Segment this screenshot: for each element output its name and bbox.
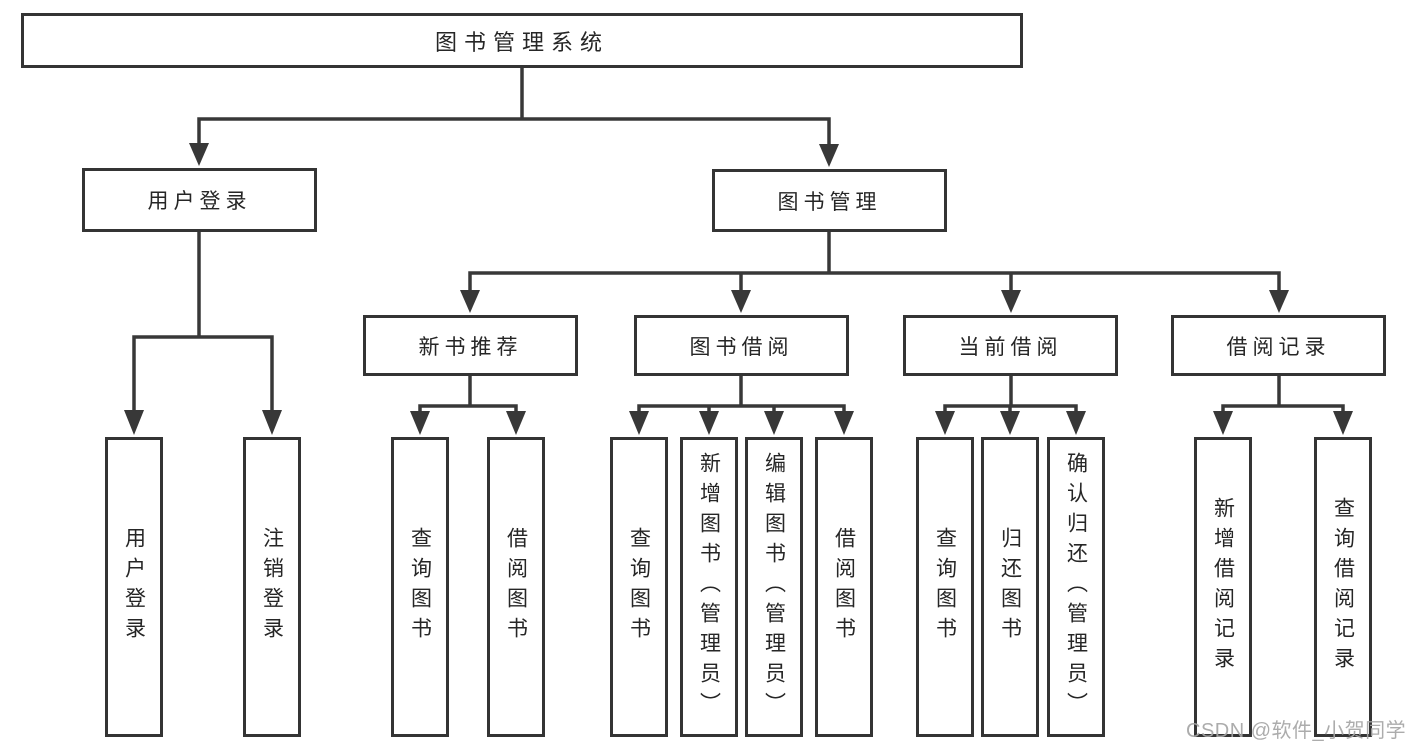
node-book-borrowing: 图书借阅 xyxy=(634,315,849,376)
node-book-management: 图书管理 xyxy=(712,169,947,232)
connector-root-to-level2 xyxy=(189,66,839,167)
node-label: 新书推荐 xyxy=(418,335,523,359)
connector-book-management-to-level3 xyxy=(460,230,1289,313)
line xyxy=(468,230,1281,294)
node-label: 借阅图书 xyxy=(504,527,528,647)
arrowhead xyxy=(731,290,751,313)
node-label: 编辑图书（管理员） xyxy=(762,452,786,722)
node-label: 归还图书 xyxy=(998,527,1022,647)
line xyxy=(1221,374,1345,415)
arrowhead xyxy=(1066,411,1086,435)
arrowhead xyxy=(506,411,526,435)
leaf-add-books-admin: 新增图书（管理员） xyxy=(680,437,738,737)
leaf-borrow-books: 借阅图书 xyxy=(815,437,873,737)
arrowhead xyxy=(629,411,649,435)
arrowhead xyxy=(124,410,144,435)
arrowhead xyxy=(1213,411,1233,435)
connector-book-borrow-to-leaves xyxy=(629,374,854,435)
node-label: 新增借阅记录 xyxy=(1211,497,1235,677)
node-label: 查询图书 xyxy=(408,527,432,647)
leaf-query-books-borrow: 查询图书 xyxy=(610,437,668,737)
arrowhead xyxy=(834,411,854,435)
node-borrowing-records: 借阅记录 xyxy=(1171,315,1386,376)
line xyxy=(197,66,831,148)
node-label: 借阅图书 xyxy=(832,527,856,647)
node-label: 图书借阅 xyxy=(689,335,794,359)
leaf-confirm-return-admin: 确认归还（管理员） xyxy=(1047,437,1105,737)
arrowhead xyxy=(699,411,719,435)
leaf-edit-books-admin: 编辑图书（管理员） xyxy=(745,437,803,737)
node-label: 用户登录 xyxy=(122,527,146,647)
leaf-user-login: 用户登录 xyxy=(105,437,163,737)
line xyxy=(418,374,518,415)
node-label: 查询图书 xyxy=(933,527,957,647)
arrowhead xyxy=(1000,411,1020,435)
connector-borrow-records-to-leaves xyxy=(1213,374,1353,435)
arrowhead xyxy=(935,411,955,435)
node-label: 注销登录 xyxy=(260,527,284,647)
leaf-logout: 注销登录 xyxy=(243,437,301,737)
node-current-borrowing: 当前借阅 xyxy=(903,315,1118,376)
line xyxy=(943,374,1078,415)
connector-user-login-to-leaves xyxy=(124,230,282,435)
node-label: 当前借阅 xyxy=(958,335,1063,359)
node-new-book-recommendation: 新书推荐 xyxy=(363,315,578,376)
connector-current-borrow-to-leaves xyxy=(935,374,1086,435)
node-library-management-system: 图书管理系统 xyxy=(21,13,1023,68)
leaf-return-books: 归还图书 xyxy=(981,437,1039,737)
node-label: 图书管理系统 xyxy=(434,29,609,55)
arrowhead xyxy=(1333,411,1353,435)
arrowhead xyxy=(819,144,839,167)
leaf-query-books-recommend: 查询图书 xyxy=(391,437,449,737)
line xyxy=(637,374,846,415)
node-label: 新增图书（管理员） xyxy=(697,452,721,722)
leaf-add-borrow-record: 新增借阅记录 xyxy=(1194,437,1252,737)
arrowhead xyxy=(1269,290,1289,313)
arrowhead xyxy=(189,143,209,166)
arrowhead xyxy=(764,411,784,435)
arrowhead xyxy=(410,411,430,435)
leaf-query-borrow-record: 查询借阅记录 xyxy=(1314,437,1372,737)
node-label: 图书管理 xyxy=(777,190,882,214)
node-label: 用户登录 xyxy=(147,190,252,213)
leaf-borrow-books-recommend: 借阅图书 xyxy=(487,437,545,737)
node-user-login: 用户登录 xyxy=(82,168,317,232)
line xyxy=(132,230,274,414)
csdn-watermark: CSDN @软件_小贺同学 xyxy=(1186,720,1405,742)
connector-new-book-to-leaves xyxy=(410,374,526,435)
arrowhead xyxy=(262,410,282,435)
node-label: 借阅记录 xyxy=(1226,335,1331,359)
node-label: 查询图书 xyxy=(627,527,651,647)
arrowhead xyxy=(1001,290,1021,313)
node-label: 确认归还（管理员） xyxy=(1064,452,1088,722)
arrowhead xyxy=(460,290,480,313)
leaf-query-books-current: 查询图书 xyxy=(916,437,974,737)
node-label: 查询借阅记录 xyxy=(1331,497,1355,677)
